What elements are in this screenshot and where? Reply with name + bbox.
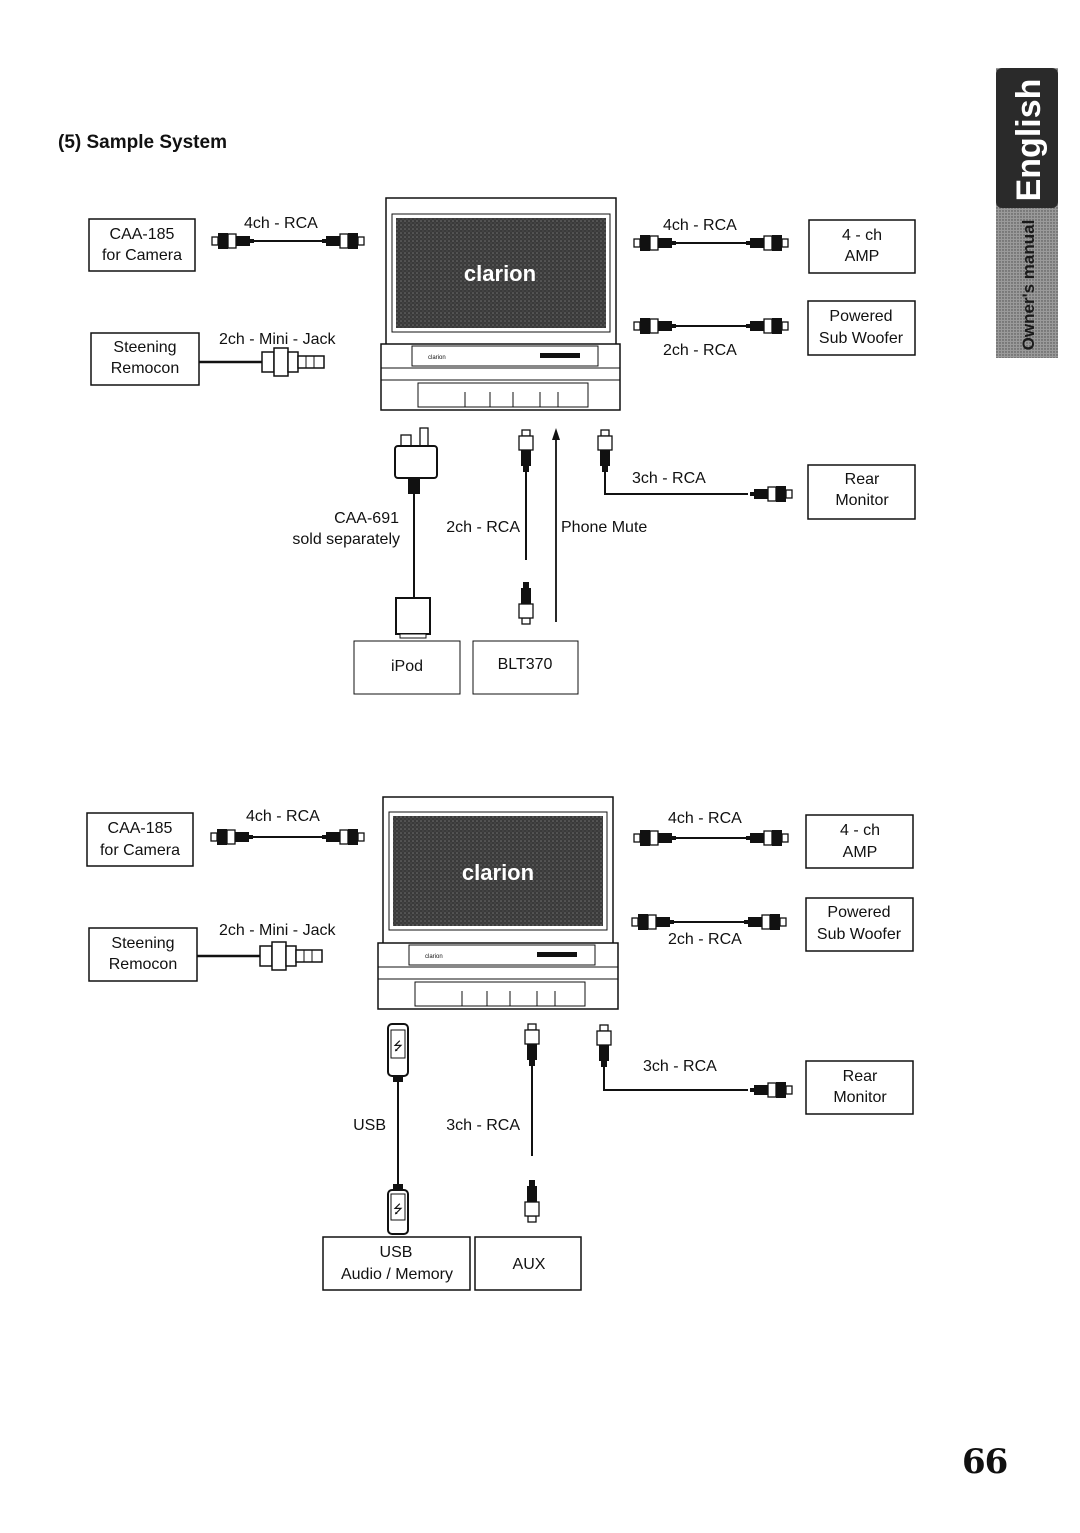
cable-monitor-2: [596, 1024, 793, 1099]
cable-camera-1-label: 4ch - RCA: [244, 215, 318, 232]
monitor-1-line1: Rear: [845, 471, 880, 488]
camera-box-1: CAA-185 for Camera: [88, 218, 196, 272]
camera-2-line2: for Camera: [100, 842, 180, 859]
amp-2-line1: 4 - ch: [840, 822, 880, 839]
amp-box-2: 4 - ch AMP: [805, 814, 914, 869]
cable-woofer-1: [633, 317, 789, 335]
cable-remocon-2-label: 2ch - Mini - Jack: [219, 922, 336, 939]
usb-box-2: USB Audio / Memory: [322, 1236, 471, 1291]
head-unit-2-brand: clarion: [462, 860, 534, 885]
cable-remocon-2: [197, 941, 323, 971]
remocon-box-2: Steening Remocon: [88, 927, 198, 982]
cable-usb-2: ⭍ ⭍: [387, 1023, 409, 1235]
remocon-1-line1: Steening: [113, 339, 176, 356]
side-tab-subtitle: Owner's manual: [1019, 220, 1038, 351]
cable-monitor-1-label: 3ch - RCA: [632, 470, 706, 487]
monitor-1-line2: Monitor: [835, 492, 889, 509]
cable-amp-1: [633, 234, 789, 252]
cable-camera-2: [210, 828, 365, 846]
section-title: (5) Sample System: [58, 132, 227, 153]
woofer-2-line2: Sub Woofer: [817, 926, 902, 943]
head-unit-1-brand: clarion: [464, 261, 536, 286]
head-unit-2-small-brand: clarion: [425, 954, 443, 960]
cable-ipod-1-label-line2: sold separately: [292, 531, 400, 548]
cable-remocon-1-label: 2ch - Mini - Jack: [219, 331, 336, 348]
monitor-2-line1: Rear: [843, 1068, 878, 1085]
amp-2-line2: AMP: [843, 844, 878, 861]
cable-amp-2: [633, 829, 789, 847]
cable-ipod-1-label-line1: CAA-691: [334, 510, 399, 527]
blt-box-1: BLT370: [472, 640, 579, 695]
phone-mute-1-label: Phone Mute: [561, 519, 647, 536]
cable-camera-1: [211, 232, 365, 250]
cable-aux-2: [524, 1023, 540, 1223]
phone-mute-line-1: [552, 428, 560, 622]
woofer-1-line2: Sub Woofer: [819, 330, 904, 347]
cable-aux-2-label: 3ch - RCA: [446, 1117, 520, 1134]
usb-2-line1: USB: [380, 1244, 413, 1261]
cable-usb-2-label: USB: [353, 1117, 386, 1134]
amp-1-line1: 4 - ch: [842, 227, 882, 244]
woofer-2-line1: Powered: [827, 904, 890, 921]
page-number: 66: [962, 1442, 1008, 1482]
camera-2-line1: CAA-185: [108, 820, 173, 837]
cable-ipod-1: [394, 427, 438, 639]
cable-woofer-2-label: 2ch - RCA: [668, 931, 742, 948]
cable-blt-1: [518, 429, 534, 625]
camera-box-2: CAA-185 for Camera: [86, 812, 194, 867]
usb-2-line2: Audio / Memory: [341, 1266, 453, 1283]
monitor-2-line2: Monitor: [833, 1089, 887, 1106]
woofer-box-1: Powered Sub Woofer: [807, 300, 916, 356]
remocon-2-line2: Remocon: [109, 956, 177, 973]
side-tab-language: English: [1010, 79, 1048, 202]
svg-text:⭍: ⭍: [393, 1039, 403, 1053]
woofer-box-2: Powered Sub Woofer: [805, 897, 914, 952]
svg-text:⭍: ⭍: [393, 1202, 403, 1216]
camera-1-line1: CAA-185: [110, 226, 175, 243]
system-1-diagram: clarion clarion CAA-185 for Camera 4ch -…: [88, 197, 916, 695]
amp-1-line2: AMP: [845, 248, 880, 265]
language-side-tab: English Owner's manual: [996, 68, 1058, 358]
blt-1-label: BLT370: [498, 656, 553, 673]
system-2-diagram: clarion clarion CAA-185 for Camera 4ch -…: [86, 796, 914, 1291]
monitor-box-1: Rear Monitor: [807, 464, 916, 520]
monitor-box-2: Rear Monitor: [805, 1060, 914, 1115]
remocon-box-1: Steening Remocon: [90, 332, 200, 386]
head-unit-1-small-brand: clarion: [428, 355, 446, 361]
camera-1-line2: for Camera: [102, 247, 182, 264]
head-unit-1: clarion clarion: [380, 197, 621, 411]
ipod-box-1: iPod: [353, 640, 461, 695]
cable-amp-2-label: 4ch - RCA: [668, 810, 742, 827]
cable-camera-2-label: 4ch - RCA: [246, 808, 320, 825]
ipod-1-label: iPod: [391, 658, 423, 675]
remocon-2-line1: Steening: [111, 935, 174, 952]
cable-woofer-2: [631, 913, 787, 931]
aux-box-2: AUX: [474, 1236, 582, 1291]
remocon-1-line2: Remocon: [111, 360, 179, 377]
woofer-1-line1: Powered: [829, 308, 892, 325]
aux-2-label: AUX: [513, 1256, 546, 1273]
cable-monitor-2-label: 3ch - RCA: [643, 1058, 717, 1075]
cable-woofer-1-label: 2ch - RCA: [663, 342, 737, 359]
cable-blt-1-label: 2ch - RCA: [446, 519, 520, 536]
head-unit-2: clarion clarion: [377, 796, 619, 1010]
cable-remocon-1: [199, 347, 325, 377]
amp-box-1: 4 - ch AMP: [808, 219, 916, 274]
cable-amp-1-label: 4ch - RCA: [663, 217, 737, 234]
cable-monitor-1: [597, 429, 793, 503]
